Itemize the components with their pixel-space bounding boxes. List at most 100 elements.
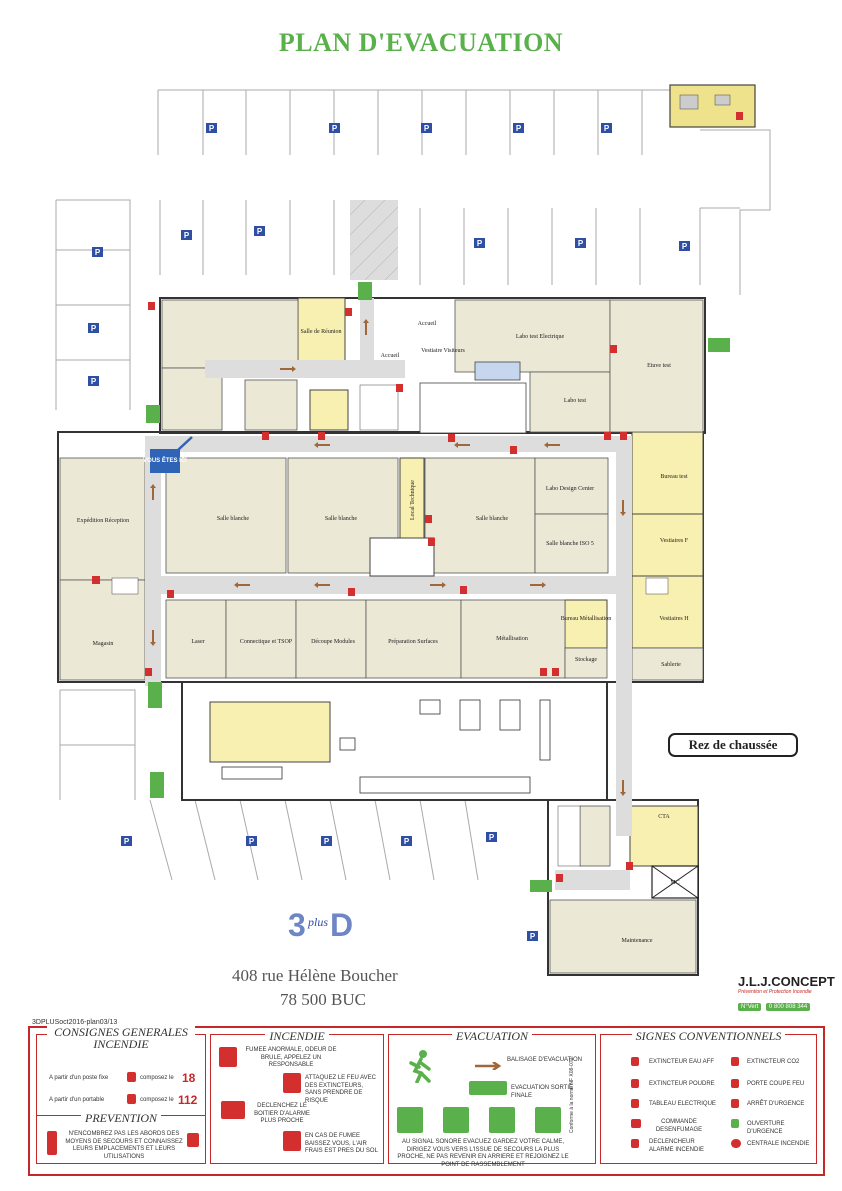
address-line2: 78 500 BUC <box>280 990 366 1009</box>
room-labo-design: Labo Design Center <box>546 486 594 492</box>
gathering-icon <box>535 1107 561 1133</box>
room-local-technique: Local Technique <box>410 480 416 520</box>
no-return-icon <box>489 1107 515 1133</box>
evacuation-arrow-icon <box>475 1057 502 1072</box>
room-vestiaires-f: Vestiaires F <box>660 538 689 544</box>
room-accueil-top: Accueil <box>418 321 437 327</box>
prevention-text: N'ENCOMBREZ PAS LES ABORDS DES MOYENS DE… <box>65 1131 183 1160</box>
signe-label: ARRÊT D'URGENCE <box>747 1101 805 1107</box>
balisage-label: BALISAGE D'EVACUATION <box>507 1057 582 1063</box>
signes-title: SIGNES CONVENTIONNELS <box>631 1029 786 1043</box>
exit-sign <box>150 772 164 798</box>
emergency-opening-icon <box>731 1119 739 1128</box>
svg-text:plus: plus <box>307 915 328 929</box>
room-vestiaires-h: Vestiaires H <box>659 616 689 622</box>
room-decoupe: Découpe Modules <box>311 639 355 645</box>
annex-building <box>669 84 756 128</box>
extinguisher-icon <box>47 1131 57 1155</box>
exit-sign <box>146 405 160 423</box>
compose-label: composez le <box>140 1097 174 1103</box>
portable-label: A partir d'un portable <box>49 1097 105 1103</box>
incendie-title: INCENDIE <box>265 1029 329 1043</box>
legend-panel: CONSIGNES GENERALES INCENDIE A partir d'… <box>28 1026 825 1176</box>
prevention-title: PREVENTION <box>81 1111 161 1125</box>
fire-equipment-markers <box>92 112 743 882</box>
emergency-number-fixe: 18 <box>182 1071 196 1085</box>
svg-text:P: P <box>249 837 255 846</box>
exit-sign <box>358 282 372 300</box>
svg-text:P: P <box>489 833 495 842</box>
svg-text:P: P <box>184 231 190 240</box>
svg-text:P: P <box>209 124 215 133</box>
svg-text:P: P <box>91 324 97 333</box>
electrical-panel-icon <box>631 1099 639 1108</box>
parking-symbol: P <box>575 238 586 248</box>
beige-rooms <box>59 299 704 974</box>
page-title: PLAN D'EVACUATION <box>278 28 564 57</box>
incendie-text-1: FUMEE ANORMALE, ODEUR DE BRULE, APPELEZ … <box>245 1047 337 1068</box>
room-sablerie: Sablerie <box>661 662 681 668</box>
fire-alarm-trigger-icon <box>631 1139 639 1148</box>
svg-text:P: P <box>516 124 522 133</box>
legend-evacuation: EVACUATION BALISAGE D'EVACUATION EVACUAT… <box>388 1029 596 1168</box>
svg-text:P: P <box>530 932 536 941</box>
room-salle-blanche-2: Salle blanche <box>325 516 357 522</box>
extinguisher-icon <box>283 1073 301 1093</box>
sortie-finale-label: EVACUATION SORTIE FINALE <box>511 1085 574 1099</box>
parking-symbol: P <box>206 123 217 133</box>
signe-label: EXTINCTEUR POUDRE <box>649 1081 715 1087</box>
signe-label: PORTE COUPE FEU <box>747 1081 805 1087</box>
room-salle-blanche-3: Salle blanche <box>476 516 508 522</box>
evacuation-text: AU SIGNAL SONORE EVACUEZ GARDEZ VOTRE CA… <box>397 1139 569 1168</box>
room-connectique: Connectique et TSOP <box>240 639 293 645</box>
smoke-control-icon <box>631 1119 641 1128</box>
compose-label: composez le <box>140 1075 174 1081</box>
mc-room <box>651 865 699 899</box>
alarm-sound-icon <box>397 1107 423 1133</box>
corridors <box>145 298 632 890</box>
parking-symbol: P <box>121 836 132 846</box>
fire-panel-icon <box>731 1139 741 1148</box>
exit-sign <box>148 682 162 708</box>
assembly-point-icon <box>443 1107 469 1133</box>
room-accueil: Accueil <box>381 353 400 359</box>
crouching-person-icon <box>283 1131 301 1151</box>
exit-sign-icon <box>469 1081 507 1095</box>
incendie-text-4: EN CAS DE FUMEE BAISSEZ VOUS, L'AIR FRAI… <box>305 1133 378 1154</box>
svg-text:VOUS ÊTES ICI: VOUS ÊTES ICI <box>143 456 187 464</box>
floor-plan: P P P P P P P P P P P P P P P P P P P <box>55 84 771 976</box>
address-line1: 408 rue Hélène Boucher <box>232 966 398 985</box>
svg-text:P: P <box>404 837 410 846</box>
svg-text:P: P <box>95 248 101 257</box>
room-labo-test-electrique: Labo test Electrique <box>516 334 565 340</box>
exit-sign <box>530 880 552 892</box>
yellow-rooms <box>209 297 704 867</box>
parking-symbol: P <box>321 836 332 846</box>
running-person-icon <box>403 1049 437 1084</box>
svg-text:P: P <box>424 124 430 133</box>
you-are-here-marker: VOUS ÊTES ICI <box>143 436 193 473</box>
emergency-exits <box>146 282 730 892</box>
room-bureau-test: Bureau test <box>660 474 687 480</box>
parking-symbol: P <box>401 836 412 846</box>
legend-incendie: INCENDIE FUMEE ANORMALE, ODEUR DE BRULE,… <box>210 1029 384 1164</box>
signe-label: EXTINCTEUR EAU AFF <box>649 1059 715 1065</box>
parking-symbols: P P P P P P P P P P P P P P P P P P P <box>88 123 690 941</box>
document-reference: 3DPLUSoct2016-plan03/13 <box>32 1019 118 1026</box>
jlj-concept-logo: J.L.J.CONCEPT Prévention et Protection I… <box>738 974 835 1011</box>
svg-text:P: P <box>578 239 584 248</box>
room-salle-reunion: Salle de Réunion <box>301 329 342 335</box>
signe-label: CENTRALE INCENDIE <box>747 1141 810 1147</box>
svg-text:P: P <box>124 837 130 846</box>
evacuation-title: EVACUATION <box>452 1029 532 1043</box>
svg-text:P: P <box>324 837 330 846</box>
room-salle-blanche-iso: Salle blanche ISO 5 <box>546 541 594 547</box>
svg-text:P: P <box>604 124 610 133</box>
room-mc: MC <box>670 880 679 886</box>
parking-symbol: P <box>92 247 103 257</box>
room-cta: CTA <box>658 814 670 820</box>
parking-symbol: P <box>486 832 497 842</box>
consignes-title: CONSIGNES GENERALES INCENDIE <box>47 1026 195 1050</box>
svg-text:P: P <box>682 242 688 251</box>
parking-symbol: P <box>421 123 432 133</box>
